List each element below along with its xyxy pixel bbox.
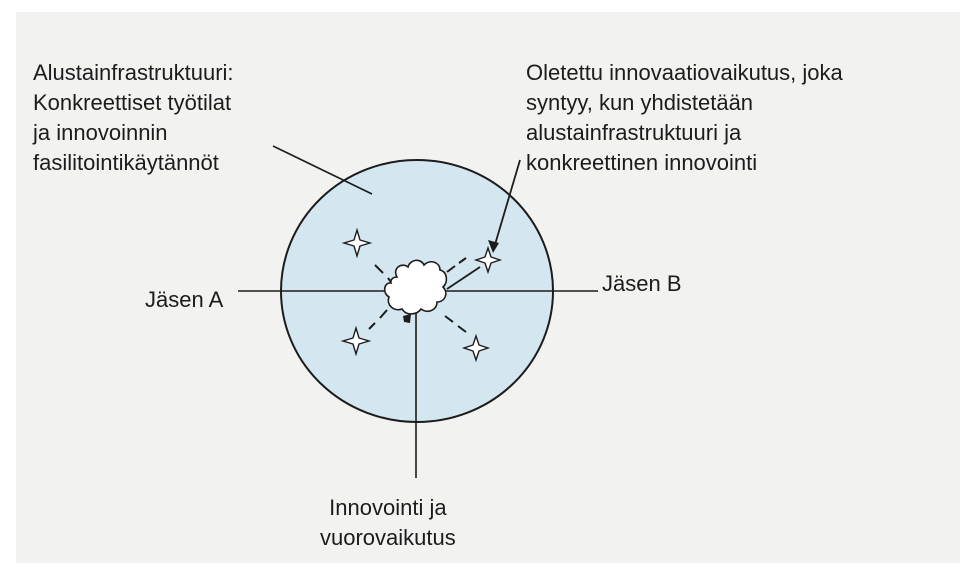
infrastructure-pointer-line (272, 145, 373, 195)
label-line: fasilitointikäytännöt (33, 150, 219, 175)
sparkle-icon (473, 245, 503, 275)
label-line: Innovointi ja (329, 495, 447, 520)
label-line: konkreettinen innovointi (526, 150, 758, 175)
label-line: Konkreettiset työtilat (33, 90, 232, 115)
innovation-interaction-label: Innovointi ja vuorovaikutus (320, 493, 456, 553)
sparkle-icon (461, 333, 491, 363)
label-line: ja innovoinnin (33, 120, 168, 145)
innovation-cloud (383, 259, 448, 315)
connector-ur-b (458, 257, 467, 264)
connector-r (446, 266, 481, 290)
connector-ul-a (374, 264, 384, 274)
platform-infrastructure-label: Alustainfrastruktuuri: Konkreettiset työ… (33, 58, 234, 178)
expected-effect-label: Oletettu innovaatiovaikutus, joka syntyy… (526, 58, 843, 178)
connector-lr-b (457, 325, 467, 333)
connector-lr-a (444, 315, 454, 323)
label-line: Oletettu innovaatiovaikutus, joka (526, 60, 843, 85)
connector-ll-a (379, 309, 388, 319)
effect-pointer-line (493, 159, 521, 249)
label-line: syntyy, kun yhdistetään (526, 90, 754, 115)
sparkle-icon (341, 227, 373, 259)
member-a-label: Jäsen A (145, 287, 224, 312)
member-b-label: Jäsen B (602, 271, 682, 296)
label-line: alustainfrastruktuuri ja (526, 120, 742, 145)
label-line: Alustainfrastruktuuri: (33, 60, 234, 85)
cloud-tail (403, 314, 411, 323)
sparkle-icon (340, 325, 372, 357)
label-line: vuorovaikutus (320, 525, 456, 550)
connector-ul-b (387, 277, 392, 283)
connector-ll-b (368, 322, 376, 330)
effect-arrowhead (488, 240, 499, 253)
connector-ur-a (446, 265, 456, 273)
